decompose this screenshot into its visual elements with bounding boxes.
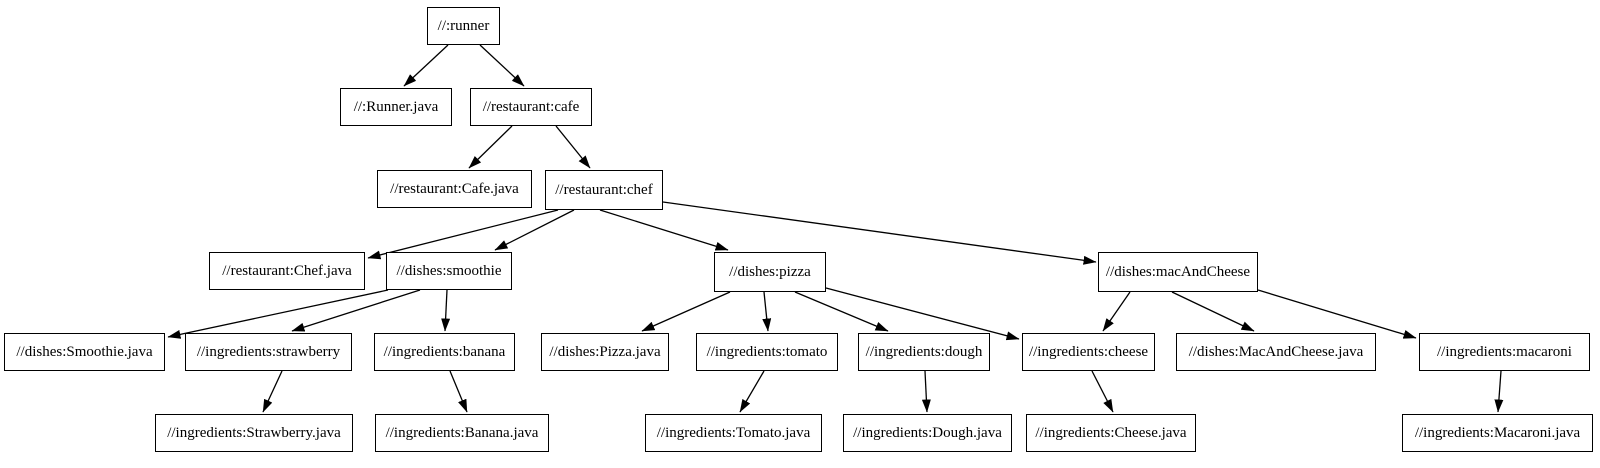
graph-edge-tomato-to-tomato-java (739, 370, 765, 413)
graph-edge-macandcheese-to-macaroni (1257, 289, 1417, 339)
graph-edge-chef-to-smoothie (494, 209, 575, 251)
graph-node-strawberry: //ingredients:strawberry (185, 333, 352, 371)
graph-node-dough: //ingredients:dough (858, 333, 990, 371)
graph-edge-pizza-to-cheese (825, 287, 1020, 341)
graph-node-cheese-java: //ingredients:Cheese.java (1026, 414, 1196, 452)
graph-node-chef-java: //restaurant:Chef.java (209, 252, 365, 290)
graph-edge-cafe-to-chef (555, 125, 591, 169)
graph-node-tomato: //ingredients:tomato (696, 333, 838, 371)
graph-node-macandcheese: //dishes:macAndCheese (1098, 252, 1258, 292)
graph-node-cafe: //restaurant:cafe (470, 88, 592, 126)
graph-node-runner: //:runner (427, 7, 500, 45)
graph-edge-pizza-to-dough (794, 291, 889, 332)
graph-edge-dough-to-dough-java (921, 370, 931, 413)
graph-edge-smoothie-to-smoothie-java (167, 289, 389, 339)
graph-edge-smoothie-to-banana (441, 289, 451, 332)
graph-edge-macandcheese-to-macandcheese-java (1171, 291, 1255, 332)
graph-edge-pizza-to-pizza-java (641, 291, 731, 332)
graph-node-dough-java: //ingredients:Dough.java (843, 414, 1012, 452)
graph-edge-runner-to-runner-java (403, 44, 449, 87)
graph-node-strawberry-java: //ingredients:Strawberry.java (155, 414, 353, 452)
graph-edge-pizza-to-tomato (762, 291, 772, 332)
graph-node-cheese: //ingredients:cheese (1022, 333, 1155, 371)
graph-edge-runner-to-cafe (479, 44, 525, 87)
graph-node-banana-java: //ingredients:Banana.java (375, 414, 549, 452)
graph-edge-macaroni-to-macaroni-java (1494, 370, 1504, 413)
graph-edge-macandcheese-to-cheese (1102, 291, 1131, 332)
graph-node-smoothie-java: //dishes:Smoothie.java (4, 333, 165, 371)
graph-node-macandcheese-java: //dishes:MacAndCheese.java (1176, 333, 1376, 371)
graph-node-macaroni-java: //ingredients:Macaroni.java (1402, 414, 1593, 452)
graph-edge-strawberry-to-strawberry-java (262, 370, 283, 413)
graph-node-chef: //restaurant:chef (545, 170, 663, 210)
graph-edge-chef-to-chef-java (367, 209, 559, 260)
graph-edge-cheese-to-cheese-java (1091, 370, 1114, 413)
graph-node-pizza: //dishes:pizza (714, 252, 826, 292)
graph-edge-banana-to-banana-java (449, 370, 468, 413)
graph-node-runner-java: //:Runner.java (340, 88, 452, 126)
graph-edge-cafe-to-cafe-java (468, 125, 513, 169)
graph-node-cafe-java: //restaurant:Cafe.java (377, 170, 532, 208)
graph-edge-chef-to-pizza (599, 209, 729, 251)
graph-node-banana: //ingredients:banana (374, 333, 515, 371)
graph-node-tomato-java: //ingredients:Tomato.java (645, 414, 822, 452)
graph-edge-smoothie-to-strawberry (291, 289, 421, 332)
graph-node-smoothie: //dishes:smoothie (386, 252, 512, 290)
graph-node-pizza-java: //dishes:Pizza.java (541, 333, 669, 371)
graph-edge-chef-to-macandcheese (662, 201, 1097, 265)
graph-node-macaroni: //ingredients:macaroni (1419, 333, 1590, 371)
